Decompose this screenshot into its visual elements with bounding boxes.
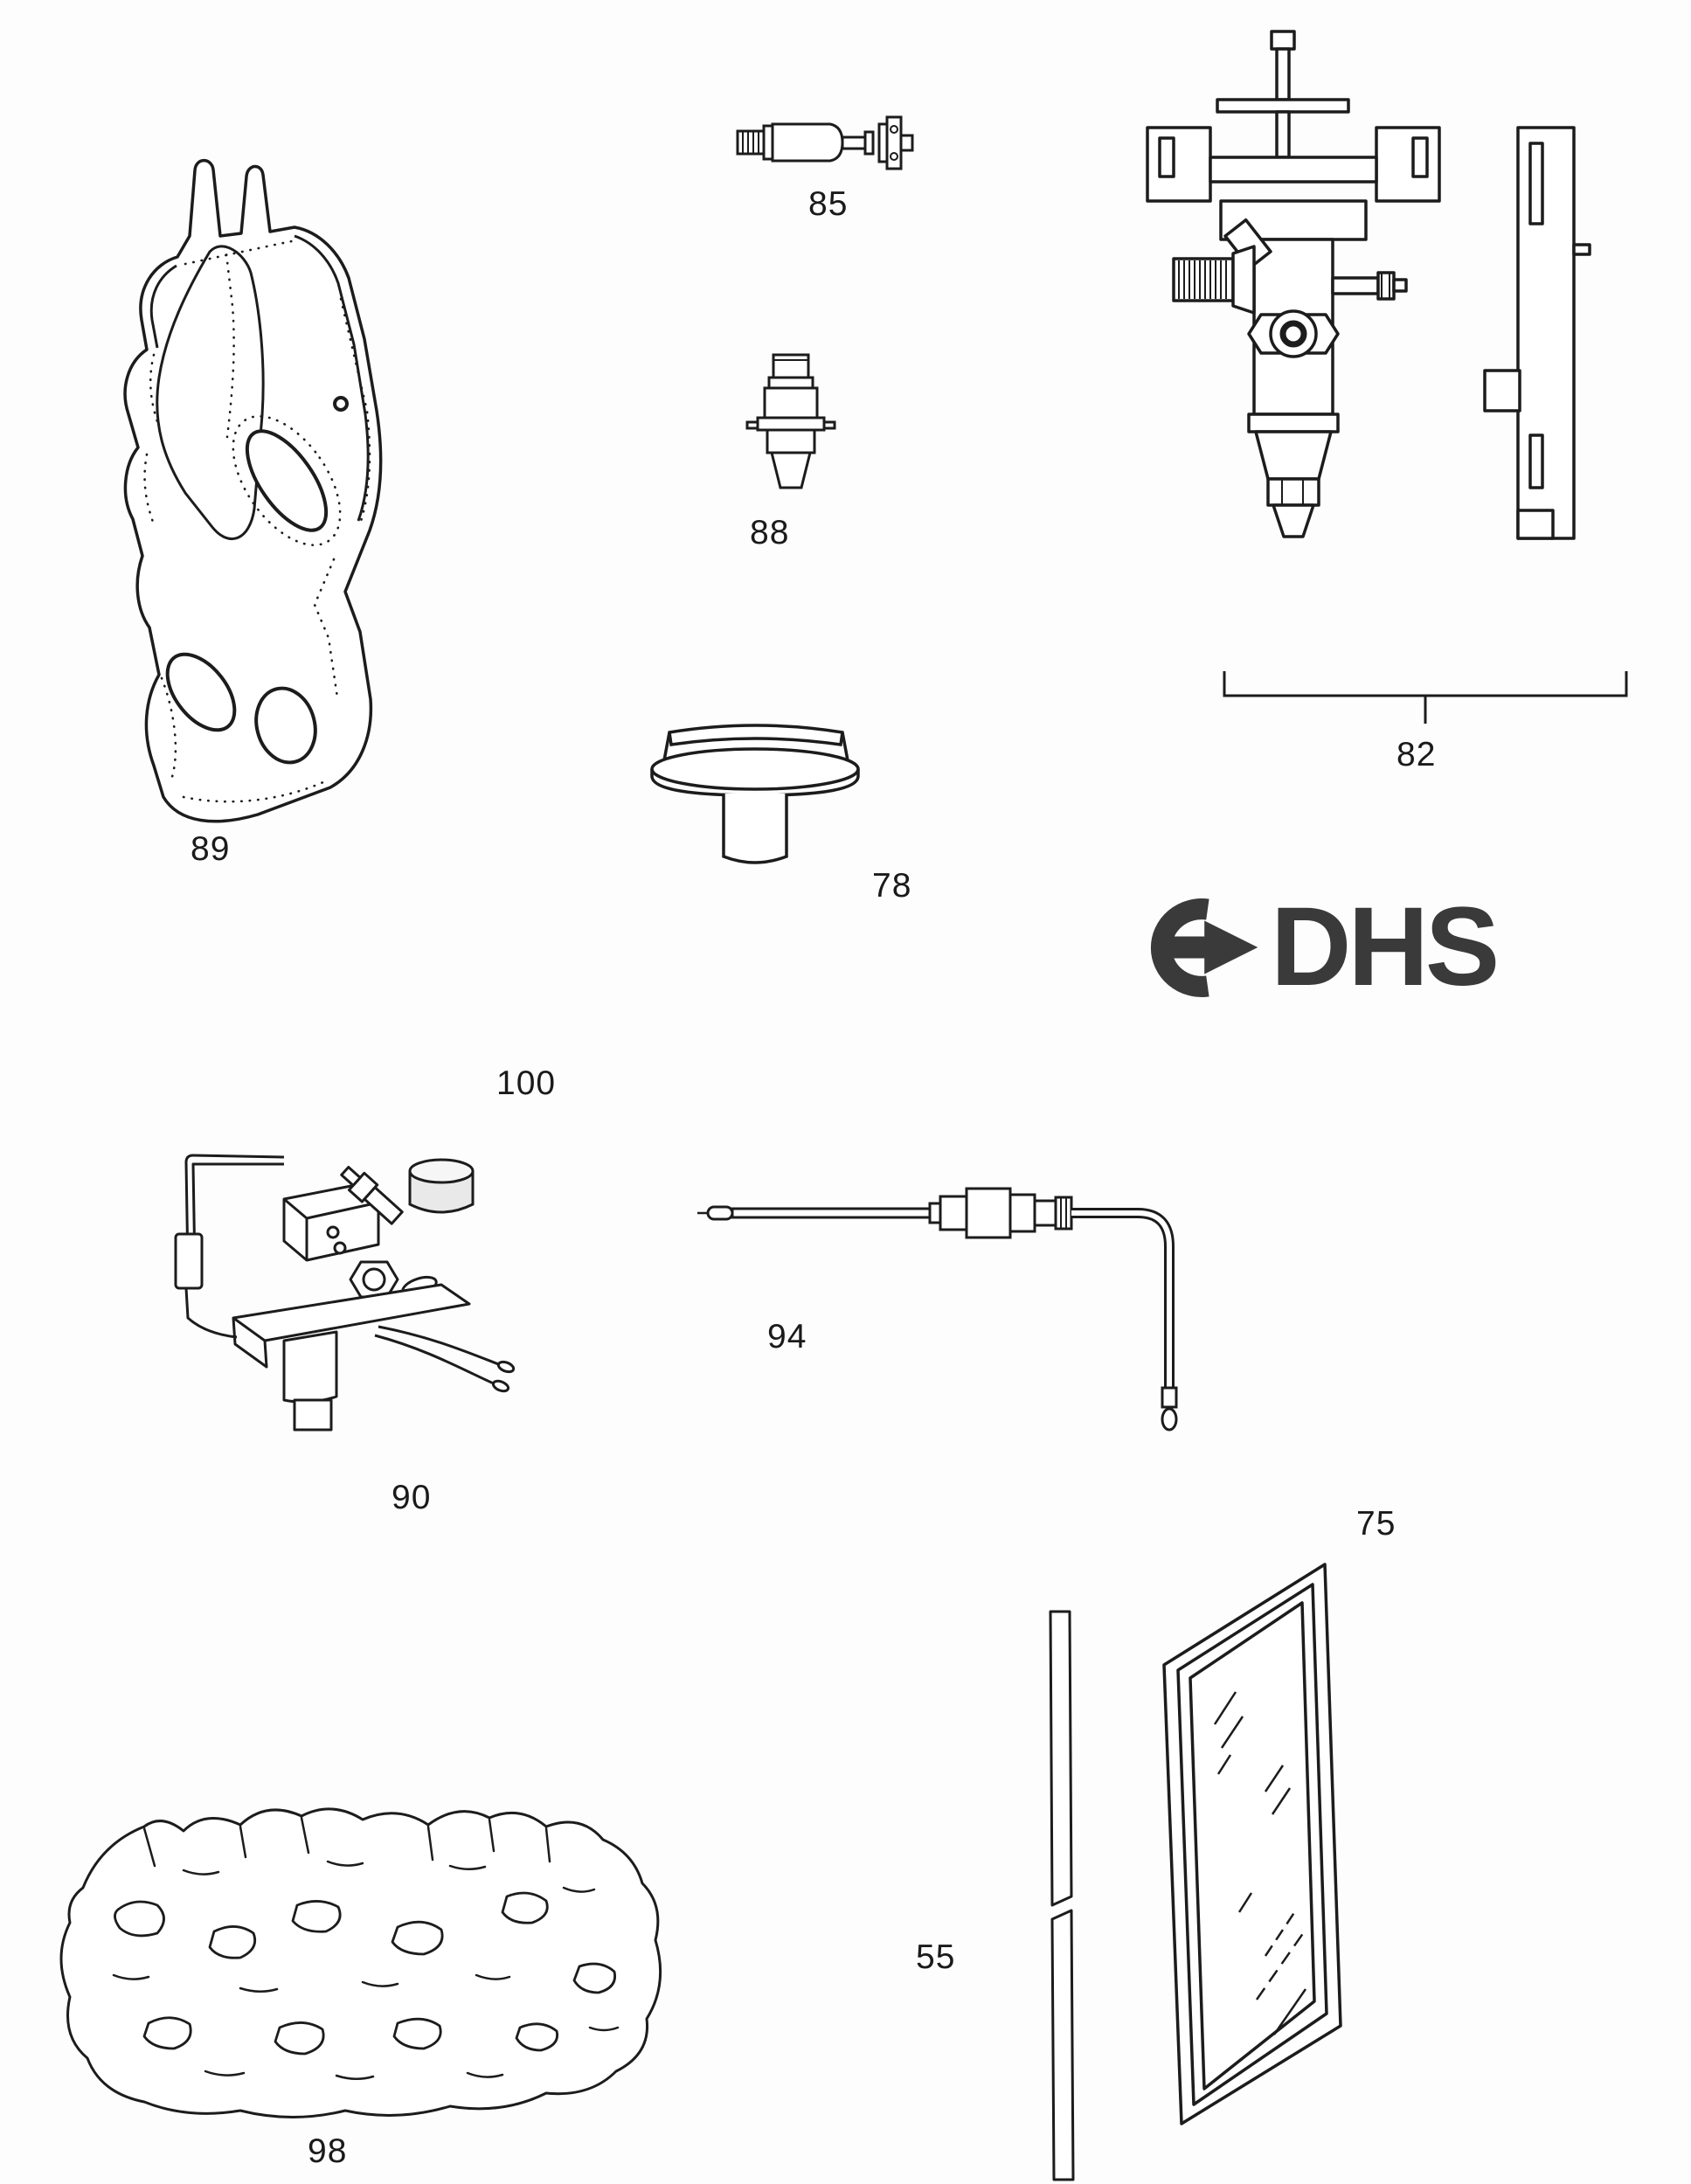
part-98-figure bbox=[31, 1765, 686, 2132]
cap-illustration bbox=[650, 724, 860, 864]
ember-bed-illustration bbox=[59, 1807, 662, 2118]
dhs-arrow-icon bbox=[1150, 898, 1258, 997]
part-75-figure bbox=[1134, 1545, 1370, 2148]
part-55-label: 55 bbox=[916, 1938, 956, 1976]
part-89-label: 89 bbox=[191, 830, 231, 868]
part-55-figure bbox=[1040, 1608, 1085, 2184]
trim-strip-illustration bbox=[1049, 1610, 1075, 2181]
part-90-figure bbox=[153, 1147, 537, 1496]
part-88-label: 88 bbox=[750, 514, 790, 551]
part-85-label: 85 bbox=[808, 185, 849, 223]
part-98-label: 98 bbox=[308, 2132, 348, 2170]
glass-door-illustration bbox=[1162, 1563, 1342, 2125]
part-78-figure bbox=[622, 706, 889, 890]
orifice-illustration bbox=[745, 353, 836, 489]
part-100-figure bbox=[398, 1154, 485, 1228]
part-82-label: 82 bbox=[1396, 736, 1437, 773]
dhs-logo: DHS bbox=[1126, 884, 1500, 1009]
injector-fitting-illustration bbox=[736, 115, 914, 170]
part-90-label: 90 bbox=[392, 1479, 432, 1516]
thermocouple-illustration bbox=[697, 1187, 1178, 1432]
gas-valve-illustration bbox=[1146, 30, 1628, 724]
part-94-figure bbox=[690, 1182, 1197, 1444]
part-75-label: 75 bbox=[1356, 1505, 1396, 1543]
dhs-logo-text: DHS bbox=[1271, 884, 1500, 1009]
part-78-label: 78 bbox=[872, 867, 912, 905]
part-89-figure bbox=[79, 149, 437, 839]
mounting-plate-illustration bbox=[123, 158, 383, 823]
part-85-figure bbox=[732, 98, 929, 185]
pilot-assembly-illustration bbox=[174, 1154, 516, 1432]
sleeve-cap-illustration bbox=[408, 1158, 475, 1214]
part-94-label: 94 bbox=[767, 1318, 807, 1355]
part-82-figure bbox=[1123, 24, 1647, 737]
part-88-figure bbox=[738, 350, 843, 503]
part-100-label: 100 bbox=[496, 1064, 557, 1102]
